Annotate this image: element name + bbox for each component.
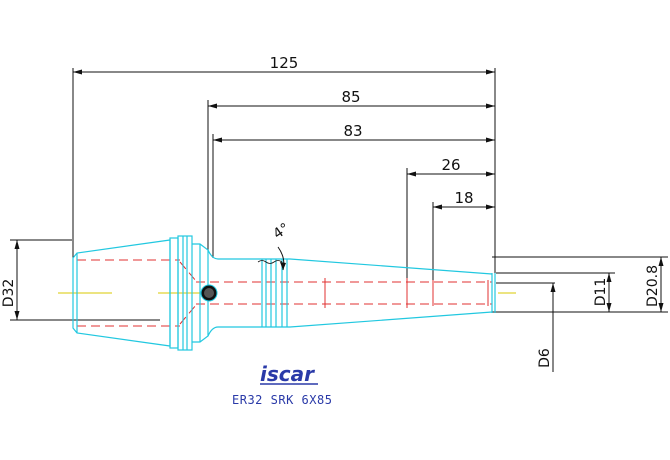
dimension-lines [10, 68, 668, 372]
dim-body-length: 83 [343, 122, 362, 140]
dim-gauge-length: 85 [341, 88, 360, 106]
dim-taper-angle: 4° [270, 220, 292, 242]
dim-length-26: 26 [441, 156, 460, 174]
dim-bore-diameter: D11 [593, 278, 609, 307]
hidden-lines [77, 259, 492, 327]
tool-designation: ER32 SRK 6X85 [232, 393, 332, 407]
dim-length-18: 18 [454, 189, 473, 207]
dim-overall-length: 125 [270, 54, 299, 72]
dim-shank-diameter: D6 [537, 348, 553, 368]
dimension-arrows [14, 69, 664, 320]
iscar-logo: iscar [260, 362, 315, 386]
dim-collet-diameter: D32 [1, 279, 17, 308]
tool-outline [72, 235, 496, 351]
taper-angle-indicator [277, 246, 286, 271]
dim-tip-diameter: D20.8 [645, 265, 661, 307]
